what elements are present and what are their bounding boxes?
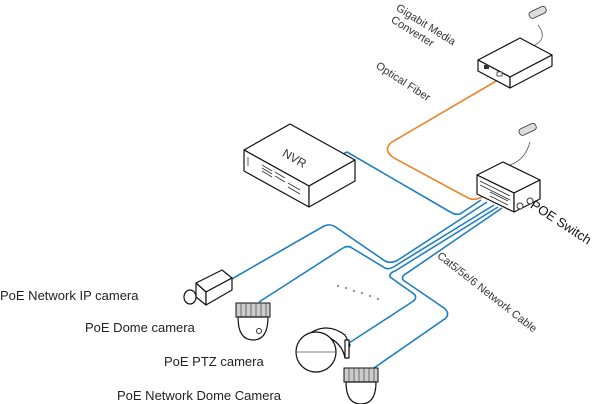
ip-camera-label: PoE Network IP camera bbox=[0, 288, 139, 303]
dome-camera-label: PoE Dome camera bbox=[85, 320, 195, 335]
ptz-camera-icon bbox=[295, 327, 351, 373]
nvr-icon bbox=[243, 123, 356, 208]
nvr-cable bbox=[340, 151, 482, 216]
dome-camera-icon bbox=[235, 302, 271, 341]
network-dome-camera-label: PoE Network Dome Camera bbox=[117, 388, 281, 403]
more-devices-dots bbox=[337, 285, 379, 300]
poe-switch-icon bbox=[476, 122, 541, 213]
ptz-camera-label: PoE PTZ camera bbox=[164, 354, 264, 369]
ptz-camera-cable bbox=[348, 206, 499, 344]
optical-fiber-cable bbox=[386, 79, 499, 201]
network-dome-camera-icon bbox=[343, 367, 379, 404]
media-converter-icon bbox=[477, 5, 553, 89]
dome-camera-cable bbox=[258, 204, 495, 303]
power-adapter-icon bbox=[528, 5, 547, 19]
ip-camera-icon bbox=[183, 269, 233, 306]
ip-camera-cable bbox=[229, 201, 488, 281]
network-dome-camera-cable bbox=[373, 207, 503, 369]
